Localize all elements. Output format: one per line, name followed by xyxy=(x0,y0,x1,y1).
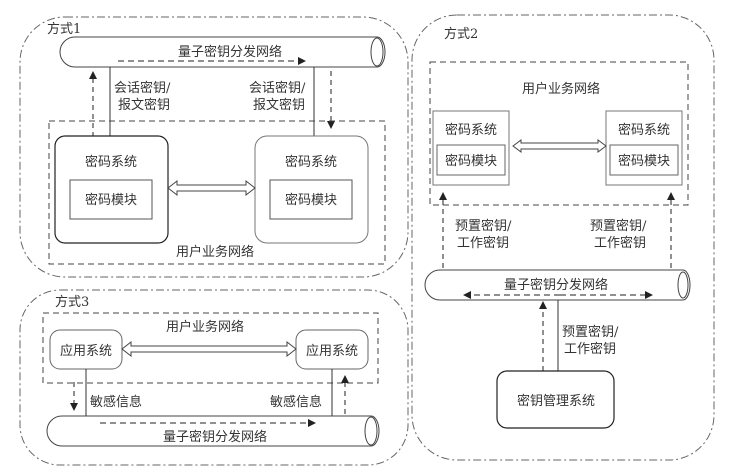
mode2-qkd-label: 量子密钥分发网络 xyxy=(504,277,608,293)
mode1-key-right-1: 会话密钥/ xyxy=(249,80,306,96)
mode2-key-left-2: 工作密钥 xyxy=(457,235,509,251)
mode1-right-crypto-system[interactable]: 密码系统 密码模块 xyxy=(254,135,369,244)
mode2-right-system-label: 密码系统 xyxy=(618,122,670,138)
mode1-bidirectional-arrow xyxy=(167,179,256,197)
mode1-left-system-label: 密码系统 xyxy=(85,154,137,170)
mode2-key-bottom-1: 预置密钥/ xyxy=(562,324,619,340)
mode3-right-app-label: 应用系统 xyxy=(306,343,358,359)
mode3-right-app-system[interactable]: 应用系统 xyxy=(295,329,369,370)
mode1-qkd-pipe: 量子密钥分发网络 xyxy=(59,36,386,68)
mode2-title: 方式2 xyxy=(444,26,478,42)
mode2-user-network-label: 用户业务网络 xyxy=(522,81,600,97)
mode1-qkd-label: 量子密钥分发网络 xyxy=(178,44,282,60)
mode2-right-crypto-system[interactable]: 密码系统 密码模块 xyxy=(605,110,683,186)
mode1-group: 方式1 量子密钥分发网络 会话密钥/ 报文密钥 会话密钥/ 报文密钥 用户业务网… xyxy=(19,16,409,278)
mode2-boundary xyxy=(411,14,715,461)
mode3-title: 方式3 xyxy=(55,294,89,310)
mode2-left-module-label: 密码模块 xyxy=(445,153,497,169)
mode3-qkd-label: 量子密钥分发网络 xyxy=(163,429,267,445)
mode2-key-bottom-2: 工作密钥 xyxy=(564,341,616,357)
mode2-right-module-label: 密码模块 xyxy=(618,153,670,169)
mode2-key-management-system[interactable]: 密钥管理系统 xyxy=(496,370,615,429)
mode2-left-system-label: 密码系统 xyxy=(445,122,497,138)
mode3-boundary xyxy=(19,289,409,466)
mode2-group: 方式2 用户业务网络 密码系统 密码模块 密码系统 密码模块 预置密钥/ 工作密… xyxy=(411,14,715,461)
mode1-boundary xyxy=(19,16,409,278)
mode1-left-crypto-system[interactable]: 密码系统 密码模块 xyxy=(54,135,169,244)
mode3-left-app-system[interactable]: 应用系统 xyxy=(49,329,123,370)
mode1-title: 方式1 xyxy=(47,21,81,37)
mode3-left-app-label: 应用系统 xyxy=(60,343,112,359)
mode2-bidirectional-arrow xyxy=(512,139,607,153)
mode1-key-left-1: 会话密钥/ xyxy=(114,80,171,96)
mode2-key-left-1: 预置密钥/ xyxy=(455,218,512,234)
mode3-info-left: 敏感信息 xyxy=(90,394,142,410)
mode3-group: 方式3 用户业务网络 应用系统 应用系统 敏感信息 敏感信息 量子密钥分发网络 xyxy=(19,289,409,466)
mode3-user-network xyxy=(42,312,379,384)
mode1-key-left-2: 报文密钥 xyxy=(118,97,170,113)
mode1-key-right-2: 报文密钥 xyxy=(253,97,305,113)
mode3-bidirectional-arrow xyxy=(121,340,297,358)
mode2-key-right-1: 预置密钥/ xyxy=(590,218,647,234)
mode1-user-network-label: 用户业务网络 xyxy=(176,244,254,260)
mode1-right-system-label: 密码系统 xyxy=(285,154,337,170)
mode2-kms-label: 密钥管理系统 xyxy=(517,393,595,409)
mode2-user-network xyxy=(429,61,689,206)
mode1-left-module-label: 密码模块 xyxy=(85,192,137,208)
mode3-qkd-pipe: 量子密钥分发网络 xyxy=(46,415,380,447)
mode2-left-crypto-system[interactable]: 密码系统 密码模块 xyxy=(432,110,510,186)
mode3-user-network-label: 用户业务网络 xyxy=(166,319,244,335)
mode1-right-module-label: 密码模块 xyxy=(285,192,337,208)
mode2-key-right-2: 工作密钥 xyxy=(594,235,646,251)
mode2-qkd-pipe: 量子密钥分发网络 xyxy=(424,269,691,301)
mode3-info-right: 敏感信息 xyxy=(270,394,322,410)
